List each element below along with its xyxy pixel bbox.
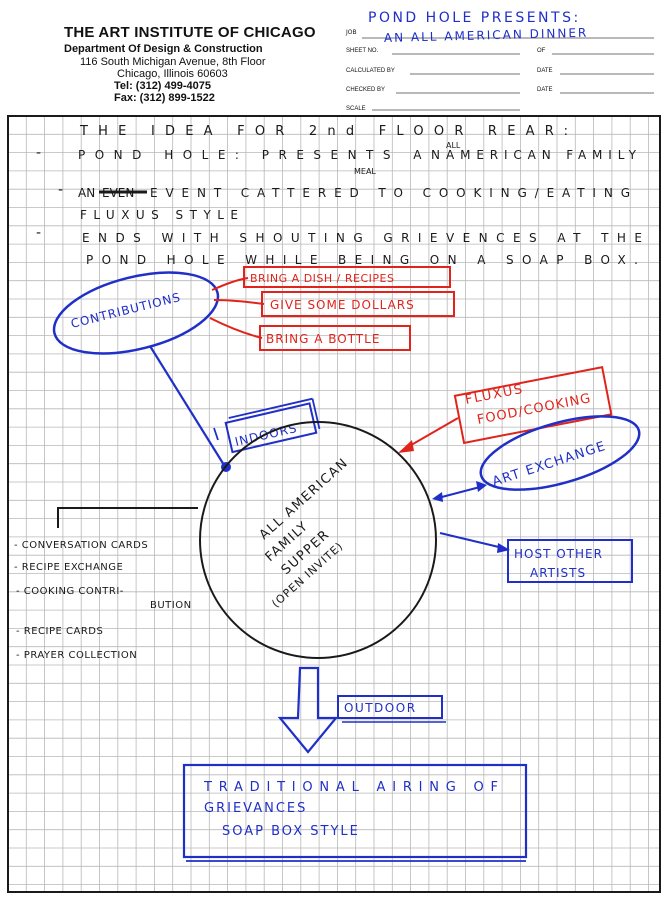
final-box [182,763,528,859]
city-address: Chicago, Illinois 60603 [117,68,228,80]
host-artists-box [507,539,633,583]
contribution-branches [209,277,265,339]
note-line-2b: AMERICAN FAMILY [446,148,637,162]
host-artists-label-1: HOST OTHER [514,547,603,561]
job-label: JOB [345,29,357,36]
note-insert-meal: MEAL [354,167,376,176]
outdoor-box [337,695,443,719]
side-list-item-5: - PRAYER COLLECTION [16,650,137,661]
telephone: Tel: (312) 499-4075 [114,80,212,92]
note-line-2a: POND HOLE: PRESENTS AN [78,148,440,162]
indoors-box [224,397,321,454]
note-line-1: THE IDEA FOR 2nd FLOOR REAR: [79,124,568,139]
street-address: 116 South Michigan Avenue, 8th Floor [80,56,266,68]
host-artists-arrowhead [497,543,510,553]
fluxus-arrowhead [398,440,414,453]
fluxus-arrow [405,417,459,449]
side-list-item-2: - RECIPE EXCHANGE [14,562,123,573]
contributions-arrow [149,345,225,466]
calculated-by-label: CALCULATED BY [346,68,395,74]
side-list: - CONVERSATION CARDS - RECIPE EXCHANGE -… [14,540,192,661]
of-label: OF [537,48,546,54]
note-dash-1: - [36,145,41,161]
note-dash-3: - [36,225,41,241]
note-line-6: POND HOLE WHILE BEING ON A SOAP BOX. [86,253,638,267]
bring-bottle-box [259,325,411,351]
final-line-3: SOAP BOX STYLE [222,824,360,839]
outdoor-down-arrow [277,666,339,754]
side-list-item-3b: BUTION [150,600,192,611]
give-dollars-box [261,291,455,317]
list-bracket [57,507,198,528]
side-list-item-3: - COOKING CONTRI- [16,586,124,597]
note-insert-all: ALL [446,141,461,150]
job-subtitle-handwritten: AN ALL AMERICAN DINNER [384,26,589,45]
note-line-5: ENDS WITH SHOUTING GRIEVENCES AT THE [82,231,642,245]
fluxus-label-1: FLUXUS [464,382,525,408]
host-artists-arrow [439,532,504,549]
bring-bottle-label: BRING A BOTTLE [266,332,380,346]
sheet-border [7,115,661,893]
outdoor-label: OUTDOOR [344,701,417,715]
job-title-handwritten: POND HOLE PRESENTS: [368,10,581,26]
bring-dish-label: BRING A DISH / RECIPES [250,272,394,285]
date-label-2: DATE [537,87,553,93]
host-artists-label-2: ARTISTS [530,566,586,580]
form-fields [362,37,654,111]
side-list-item-1: - CONVERSATION CARDS [14,540,148,551]
final-line-2: GRIEVANCES [204,801,307,816]
date-label-1: DATE [537,68,553,74]
indoors-tick [213,427,219,441]
art-exchange-arrowhead-left [432,492,443,502]
note-line-3a: AN [78,186,95,200]
contributions-label: CONTRIBUTIONS [69,290,182,331]
department-name: Department Of Design & Construction [64,43,263,55]
supper-circle [199,421,437,659]
note-dash-2: - [58,182,63,198]
note-line-4: FLUXUS STYLE [80,208,238,222]
note-line-3b: EVENT CATTERED TO COOKING/EATING [150,186,630,200]
art-exchange-arrow [437,486,481,499]
checked-by-label: CHECKED BY [346,87,385,93]
graph-paper-grid [8,116,660,892]
art-exchange-bubble [479,415,641,491]
idea-notes: THE IDEA FOR 2nd FLOOR REAR: - POND HOLE… [36,124,642,267]
institution-name: THE ART INSTITUTE OF CHICAGO [64,24,316,41]
sheet-no-label: SHEET NO. [346,48,379,54]
scale-label: SCALE [346,106,366,112]
fax: Fax: (312) 899-1522 [114,92,215,104]
bring-dish-box [243,266,451,288]
contributions-bubble [52,271,220,355]
art-exchange-arrowhead-right [476,481,487,492]
give-dollars-label: GIVE SOME DOLLARS [270,298,415,312]
side-list-item-4: - RECIPE CARDS [16,626,103,637]
